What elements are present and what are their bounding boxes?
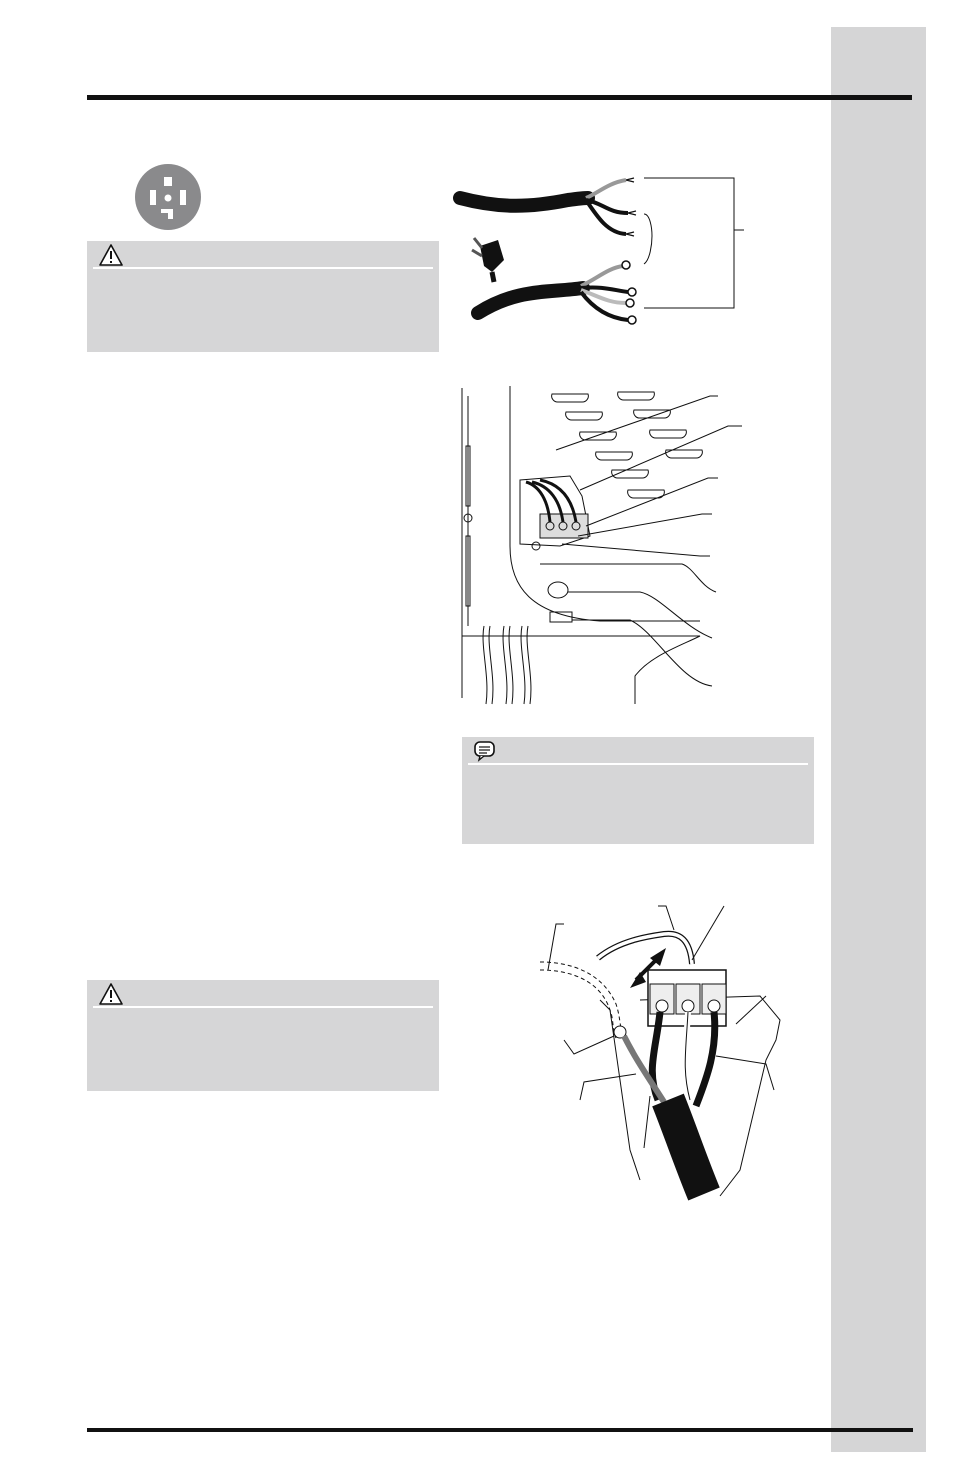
warning-callout-top — [87, 241, 439, 352]
note-callout — [462, 737, 814, 844]
side-tab — [831, 27, 926, 1452]
power-cord-wire-ends-illustration — [453, 177, 744, 325]
footer-rule — [87, 1428, 913, 1432]
warning-icon — [99, 983, 123, 1005]
warning-icon — [99, 244, 123, 266]
header-rule — [87, 95, 912, 100]
dryer-rear-terminal-block-illustration — [461, 386, 742, 705]
note-icon — [474, 741, 495, 762]
four-prong-outlet-icon — [135, 164, 201, 230]
warning-callout-bottom — [87, 980, 439, 1091]
terminal-block-wiring-closeup-illustration — [539, 905, 781, 1201]
